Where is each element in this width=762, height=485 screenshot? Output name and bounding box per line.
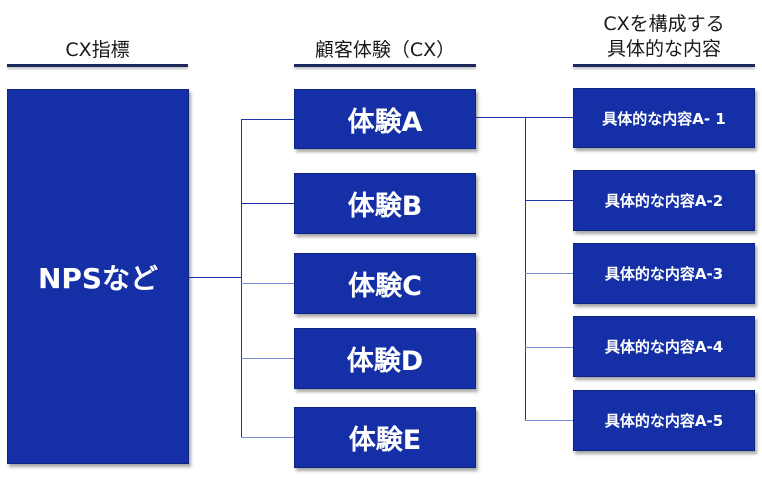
connector-experience-e [241, 437, 294, 438]
connector-content-4 [525, 347, 573, 348]
experience-box-b: 体験B [294, 173, 476, 234]
connector-content-3 [525, 273, 573, 274]
connector-content-5 [525, 420, 573, 421]
connector-experience-b [241, 203, 294, 204]
experience-box-a: 体験A [294, 89, 476, 149]
connector-experience-trunk [241, 119, 242, 438]
header-customer-experience: 顧客体験（CX） [314, 39, 456, 61]
content-label: 具体的な内容A-3 [604, 265, 724, 283]
header-cx-indicator: CX指標 [65, 39, 130, 61]
connector-content-2 [525, 200, 573, 201]
connector-experience-a [241, 119, 294, 120]
header-content-line2: 具体的な内容 [606, 38, 721, 60]
indicator-label: NPSなど [37, 261, 159, 295]
indicator-box-nps: NPSなど [7, 89, 189, 464]
content-label: 具体的な内容A-5 [604, 412, 724, 430]
connector-content-horizontal [476, 117, 525, 118]
experience-label: 体験C [348, 271, 422, 302]
header-rule-experience [294, 64, 476, 67]
content-box-a2: 具体的な内容A-2 [573, 170, 755, 231]
connector-content-trunk [525, 117, 526, 421]
connector-indicator-horizontal [189, 277, 241, 278]
content-label: 具体的な内容A-2 [604, 192, 724, 210]
experience-label: 体験D [346, 346, 424, 377]
experience-label: 体験B [347, 191, 423, 222]
content-label: 具体的な内容A- 1 [602, 109, 726, 128]
experience-box-d: 体験D [294, 328, 476, 389]
connector-experience-c [241, 283, 294, 284]
content-label: 具体的な内容A-4 [604, 338, 724, 356]
experience-box-c: 体験C [294, 253, 476, 314]
header-rule-content [573, 64, 755, 67]
content-box-a1: 具体的な内容A- 1 [573, 88, 755, 148]
content-box-a4: 具体的な内容A-4 [573, 316, 755, 377]
connector-experience-d [241, 358, 294, 359]
header-rule-indicator [7, 64, 188, 67]
experience-box-e: 体験E [294, 407, 476, 468]
header-content-line1: CXを構成する [603, 13, 725, 35]
connector-content-1 [525, 117, 573, 118]
experience-label: 体験E [348, 425, 422, 456]
content-box-a5: 具体的な内容A-5 [573, 390, 755, 451]
experience-label: 体験A [347, 106, 423, 138]
content-box-a3: 具体的な内容A-3 [573, 243, 755, 304]
